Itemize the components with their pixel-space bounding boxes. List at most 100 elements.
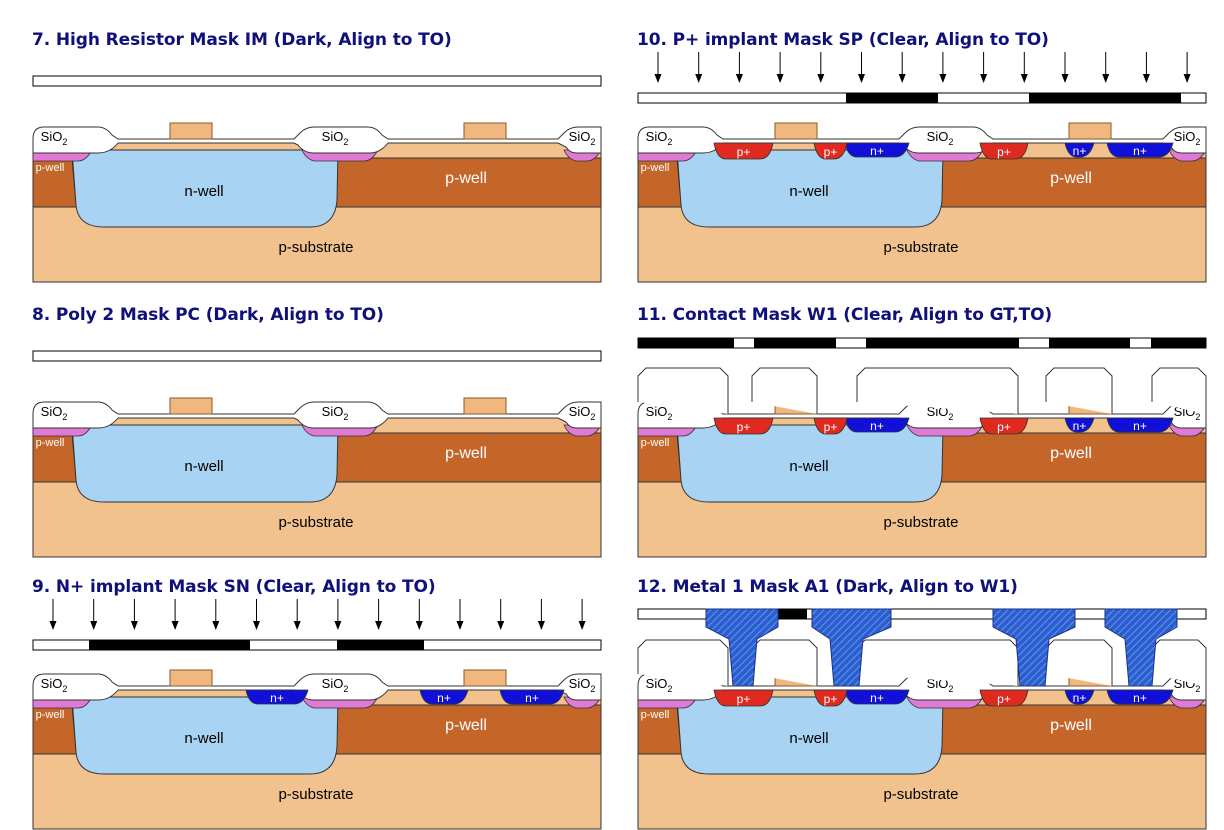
metal-interconnect [992, 608, 1076, 687]
oxide-subscript: 2 [62, 684, 67, 694]
mask-plate [32, 75, 602, 87]
n-plus-diffusion [844, 417, 910, 433]
p-well-label-right: p-well [1050, 445, 1092, 462]
oxide-text: SiO [646, 404, 668, 419]
p-plus-label: p+ [824, 692, 838, 706]
n-plus-label: n+ [270, 691, 284, 705]
p-well-label-right: p-well [1050, 170, 1092, 187]
oxide-subscript: 2 [62, 137, 67, 147]
n-plus-label: n+ [1133, 419, 1147, 433]
arrow-head [49, 621, 57, 630]
arrow-head [735, 74, 743, 83]
poly-gate-pmos [169, 669, 213, 687]
panel-step-8: 8. Poly 2 Mask PC (Dark, Align to TO)SiO… [32, 305, 606, 558]
arrow-head [90, 621, 98, 630]
n-plus-diffusion [1106, 417, 1174, 433]
step-title: 7. High Resistor Mask IM (Dark, Align to… [32, 30, 452, 50]
photomask [32, 75, 602, 87]
mask-plate [32, 350, 602, 362]
panel-step-10: 10. P+ implant Mask SP (Clear, Align to … [637, 30, 1211, 283]
oxide-text: SiO [41, 129, 63, 144]
p-plus-diffusion [713, 142, 774, 160]
p-plus-diffusion [813, 142, 848, 160]
mask-dark-region [89, 640, 250, 650]
n-well [676, 424, 944, 503]
n-plus-diffusion [1106, 689, 1174, 705]
oxide-text: SiO [322, 404, 344, 419]
arrow-head [293, 621, 301, 630]
n-plus-diffusion [419, 689, 469, 705]
oxide-label: SiO2 [41, 676, 68, 694]
dielectric-segment [856, 367, 1019, 414]
oxide-subscript: 2 [343, 684, 348, 694]
arrow-head [497, 621, 505, 630]
arrow-head [212, 621, 220, 630]
oxide-text: SiO [1174, 129, 1196, 144]
field-oxide [32, 401, 602, 429]
panel-step-9: 9. N+ implant Mask SN (Clear, Align to T… [32, 577, 606, 830]
n-plus-label: n+ [1133, 144, 1147, 158]
p-well-label-left: p-well [36, 162, 65, 174]
oxide-text: SiO [41, 404, 63, 419]
poly-gate-nmos [463, 669, 507, 687]
arrow-head [898, 74, 906, 83]
mask-dark-region [1029, 93, 1181, 103]
dielectric-segment [1151, 639, 1207, 686]
n-plus-label: n+ [870, 691, 884, 705]
implant-arrows [49, 599, 586, 630]
photomask [32, 350, 602, 362]
oxide-label: SiO2 [41, 129, 68, 147]
oxide-label: SiO2 [569, 404, 596, 422]
oxide-subscript: 2 [1195, 137, 1200, 147]
p-substrate-label: p-substrate [883, 786, 958, 803]
p-well-label-left: p-well [36, 437, 65, 449]
dielectric-segment [1045, 639, 1113, 686]
p-well-label-left: p-well [36, 709, 65, 721]
mask-dark-region [638, 338, 734, 348]
n-plus-label: n+ [1073, 419, 1087, 433]
p-well-label-right: p-well [445, 445, 487, 462]
implant-arrows [654, 52, 1191, 83]
p-plus-diffusion [813, 689, 848, 707]
p-plus-label: p+ [737, 692, 751, 706]
arrow-head [1102, 74, 1110, 83]
photomask [637, 337, 1207, 349]
oxide-label: SiO2 [1174, 129, 1201, 147]
n-well-label: n-well [184, 183, 223, 200]
arrow-head [130, 621, 138, 630]
n-well [676, 696, 944, 775]
mask-dark-region [866, 338, 1019, 348]
oxide-text: SiO [569, 676, 591, 691]
panel-step-12: 12. Metal 1 Mask A1 (Dark, Align to W1) n… [637, 577, 1211, 830]
p-substrate-label: p-substrate [883, 514, 958, 531]
p-plus-label: p+ [824, 420, 838, 434]
oxide-subscript: 2 [343, 137, 348, 147]
arrow-head [171, 621, 179, 630]
p-plus-diffusion [979, 689, 1029, 707]
n-plus-diffusion [1064, 689, 1095, 705]
step-title: 11. Contact Mask W1 (Clear, Align to GT,… [637, 305, 1053, 325]
step-title: 12. Metal 1 Mask A1 (Dark, Align to W1) [637, 577, 1018, 597]
dielectric-segment [751, 367, 818, 414]
mask-dark-region [846, 93, 938, 103]
oxide-label: SiO2 [322, 404, 349, 422]
oxide-text: SiO [322, 676, 344, 691]
n-well-label: n-well [184, 458, 223, 475]
p-well-label-right: p-well [445, 170, 487, 187]
n-plus-label: n+ [870, 419, 884, 433]
n-plus-label: n+ [1133, 691, 1147, 705]
n-well-label: n-well [789, 183, 828, 200]
p-plus-label: p+ [997, 145, 1011, 159]
n-plus-label: n+ [870, 144, 884, 158]
oxide-subscript: 2 [667, 412, 672, 422]
oxide-label: SiO2 [569, 676, 596, 694]
oxide-subscript: 2 [590, 684, 595, 694]
oxide-label: SiO2 [322, 129, 349, 147]
metal-interconnect [1104, 608, 1178, 687]
arrow-head [980, 74, 988, 83]
